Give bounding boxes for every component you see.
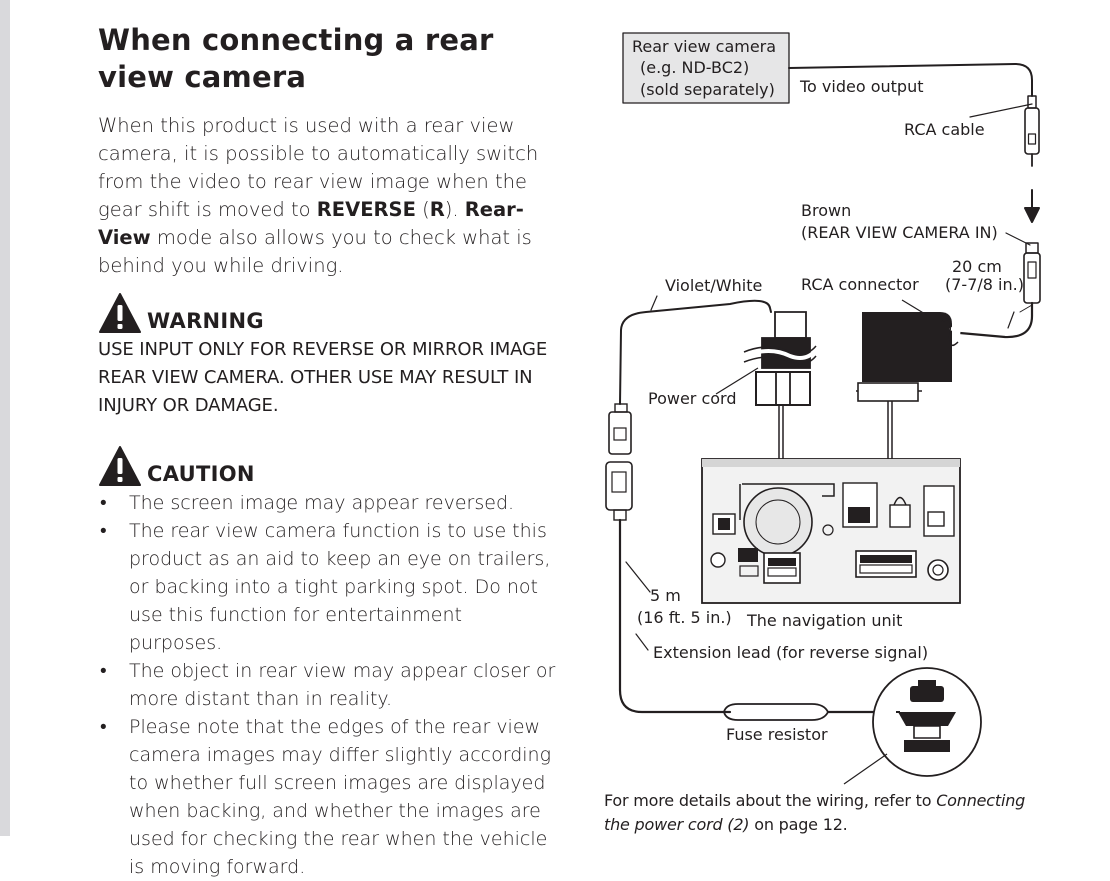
caution-item: The rear view camera function is to use … [98,517,558,657]
camera-label-2: (e.g. ND-BC2) [640,58,749,77]
intro-paragraph: When this product is used with a rear vi… [98,112,568,280]
page-edge-bar [0,0,10,836]
footnote-link[interactable]: Connecting the power cord (2) [604,791,1026,834]
intro-text-2: ( [415,198,430,221]
warning-text: USE INPUT ONLY FOR REVERSE OR MIRROR IMA… [98,339,548,416]
wiring-footnote: For more details about the wiring, refer… [604,789,1044,837]
footnote-page: on page 12. [749,815,848,834]
warning-label: WARNING [147,309,264,333]
length-20cm-label: 20 cm [952,257,1002,276]
section-title: When connecting a rear view camera [98,22,568,96]
title-line-2: view camera [98,60,307,94]
rca-cable-label: RCA cable [904,120,985,139]
caution-item: Please note that the edges of the rear v… [98,713,558,881]
warning-triangle-icon [99,293,141,333]
caution-label: CAUTION [147,462,255,486]
intro-rear-view: Rear-View [98,198,524,249]
intro-r: R [429,198,445,221]
rca-connector-label: RCA connector [801,275,919,294]
caution-block: CAUTION The screen image may appear reve… [98,445,558,881]
text-column: When connecting a rear view camera When … [98,0,568,878]
caution-list: The screen image may appear reversed. Th… [98,489,558,881]
length-20cm-in-label: (7-7/8 in.) [945,275,1024,294]
brown-label: Brown [801,201,851,220]
intro-text-4: mode also allows you to check what is be… [98,226,532,277]
navigation-unit-label: The navigation unit [746,611,902,630]
length-5m-ft-label: (16 ft. 5 in.) [637,608,732,627]
warning-heading: WARNING [98,292,568,334]
title-line-1: When connecting a rear [98,23,494,57]
intro-text-3: ). [444,198,465,221]
intro-reverse: REVERSE [316,198,416,221]
camera-label-3: (sold separately) [640,80,775,99]
rca-connector-block [862,312,952,382]
caution-item: The object in rear view may appear close… [98,657,558,713]
length-5m-label: 5 m [650,586,681,605]
violet-white-label: Violet/White [665,276,762,295]
extension-lead-label: Extension lead (for reverse signal) [653,643,928,662]
warning-block: WARNING USE INPUT ONLY FOR REVERSE OR MI… [98,292,568,420]
navigation-unit-drawing [701,458,961,604]
power-cord-label: Power cord [648,389,737,408]
wiring-diagram: Rear view camera (e.g. ND-BC2) (sold sep… [605,32,1041,785]
caution-item: The screen image may appear reversed. [98,489,558,517]
fuse-tap-icon [896,680,956,752]
caution-heading: CAUTION [98,445,558,487]
to-video-output-label: To video output [799,77,924,96]
camera-label-1: Rear view camera [632,37,776,56]
rear-view-camera-in-label: (REAR VIEW CAMERA IN) [801,223,998,242]
footnote-text: For more details about the wiring, refer… [604,791,937,810]
intro-text-1: When this product is used with a rear vi… [98,114,539,221]
caution-triangle-icon [99,446,141,486]
fuse-resistor-label: Fuse resistor [726,725,828,744]
